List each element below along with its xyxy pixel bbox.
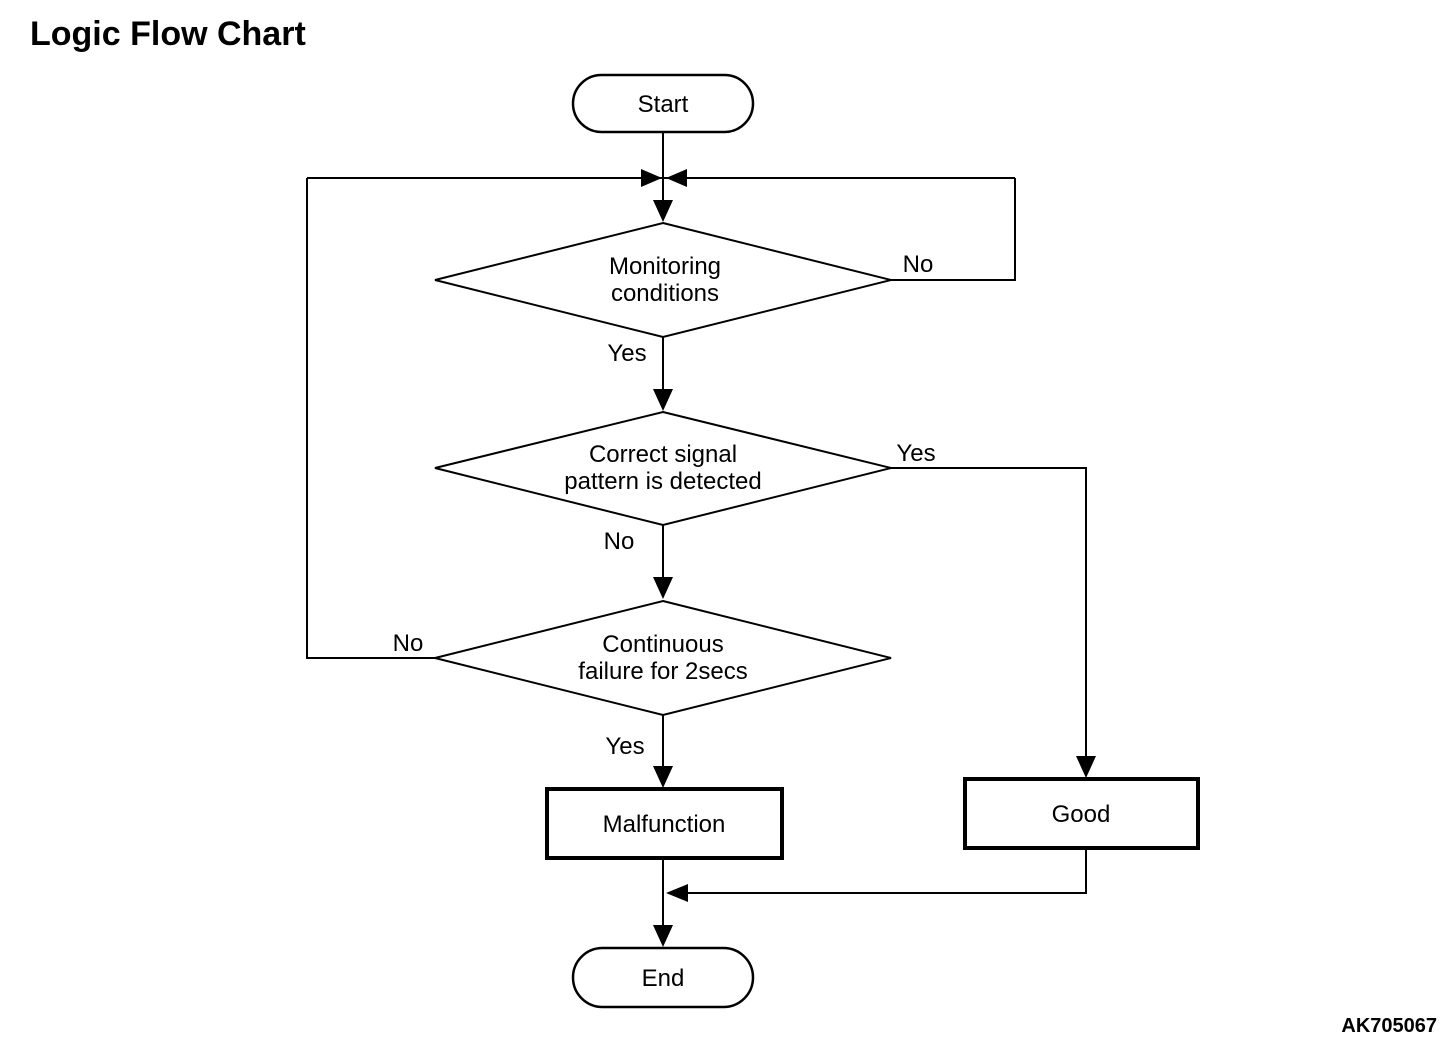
signal-no-label: No: [604, 528, 635, 555]
continuous-yes-label: Yes: [605, 733, 644, 760]
edge-good-to-merge: [670, 848, 1087, 894]
arrowhead-into-end-icon: [653, 925, 673, 947]
start-terminator-shape: [571, 73, 755, 134]
start-node-label: Start: [638, 91, 689, 118]
malfunction-process-shape: [545, 787, 784, 860]
signal-node-label-line1: Correct signal: [589, 441, 737, 468]
arrowhead-into-signal-icon: [653, 389, 673, 411]
node-labels: Start Monitoring conditions Correct sign…: [564, 91, 1110, 992]
arrowhead-into-malfunction-icon: [653, 766, 673, 788]
good-process-shape: [963, 777, 1200, 850]
continuous-node-label-line1: Continuous: [602, 631, 723, 658]
signal-node-label-line2: pattern is detected: [564, 468, 761, 495]
arrowhead-into-monitoring-icon: [653, 200, 673, 222]
continuous-node-label-line2: failure for 2secs: [578, 658, 747, 685]
monitoring-node-label-line1: Monitoring: [609, 253, 721, 280]
monitoring-node-label-line2: conditions: [611, 280, 719, 307]
node-shapes: [434, 73, 1200, 1009]
connector-lines: [306, 132, 1087, 943]
arrowhead-merge-from-left-icon: [641, 169, 662, 187]
page-title: Logic Flow Chart: [30, 15, 306, 53]
arrowhead-good-merge-icon: [666, 884, 688, 902]
edge-continuous-no-loop: [306, 178, 435, 659]
edge-monitoring-no-loop: [891, 178, 1016, 281]
edge-signal-yes-to-good: [891, 467, 1087, 774]
edge-labels: No Yes Yes No No Yes: [393, 251, 936, 760]
arrowheads: [641, 169, 1096, 947]
malfunction-node-label: Malfunction: [603, 811, 726, 838]
monitoring-yes-label: Yes: [607, 340, 646, 367]
monitoring-decision-shape: [434, 221, 892, 339]
continuous-no-label: No: [393, 630, 424, 657]
arrowhead-merge-from-right-icon: [666, 169, 687, 187]
end-terminator-shape: [571, 946, 755, 1009]
continuous-decision-shape: [434, 599, 892, 717]
signal-decision-shape: [434, 410, 892, 527]
arrowhead-into-good-icon: [1076, 756, 1096, 778]
end-node-label: End: [642, 965, 685, 992]
good-node-label: Good: [1052, 801, 1111, 828]
signal-yes-label: Yes: [896, 440, 935, 467]
arrowhead-into-continuous-icon: [653, 577, 673, 599]
monitoring-no-label: No: [903, 251, 934, 278]
figure-code: AK705067: [1341, 1015, 1437, 1037]
